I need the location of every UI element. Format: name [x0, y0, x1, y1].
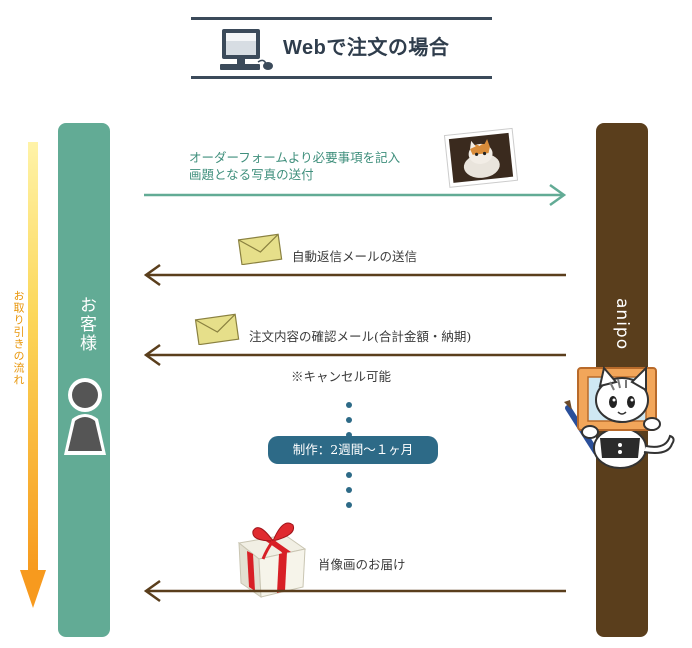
shop-label: anipo	[612, 298, 632, 351]
cat-mascot	[564, 365, 675, 469]
photo-icon	[443, 127, 519, 188]
waiting-dots-upper	[345, 402, 353, 447]
envelope-icon	[237, 233, 283, 265]
step2-label: 自動返信メールの送信	[292, 249, 418, 264]
envelope-icon	[194, 313, 240, 345]
person-icon	[64, 378, 106, 455]
cancel-note: ※キャンセル可能	[291, 369, 392, 384]
step1-line2: 画題となる写真の送付	[189, 167, 314, 182]
step3-label: 注文内容の確認メール(合計金額・納期)	[249, 329, 472, 344]
step1-line1: オーダーフォームより必要事項を記入	[189, 150, 401, 165]
step2-arrow	[143, 263, 566, 287]
customer-label: お客様	[76, 296, 96, 353]
step4-label: 肖像画のお届け	[318, 557, 406, 572]
production-period: 制作：2週間〜１ヶ月	[268, 436, 438, 464]
computer-icon	[220, 29, 273, 70]
flow-label: お取り引きの流れ	[12, 290, 25, 386]
step4-arrow	[143, 579, 566, 603]
title-top-rule	[191, 17, 492, 20]
page-title: Webで注文の場合	[283, 37, 450, 59]
step3-arrow	[143, 343, 566, 367]
flow-direction-arrow	[20, 142, 46, 608]
title-bottom-rule	[191, 76, 492, 79]
step1-arrow	[144, 183, 567, 207]
gift-icon	[237, 522, 307, 598]
waiting-dots-lower	[345, 472, 353, 517]
